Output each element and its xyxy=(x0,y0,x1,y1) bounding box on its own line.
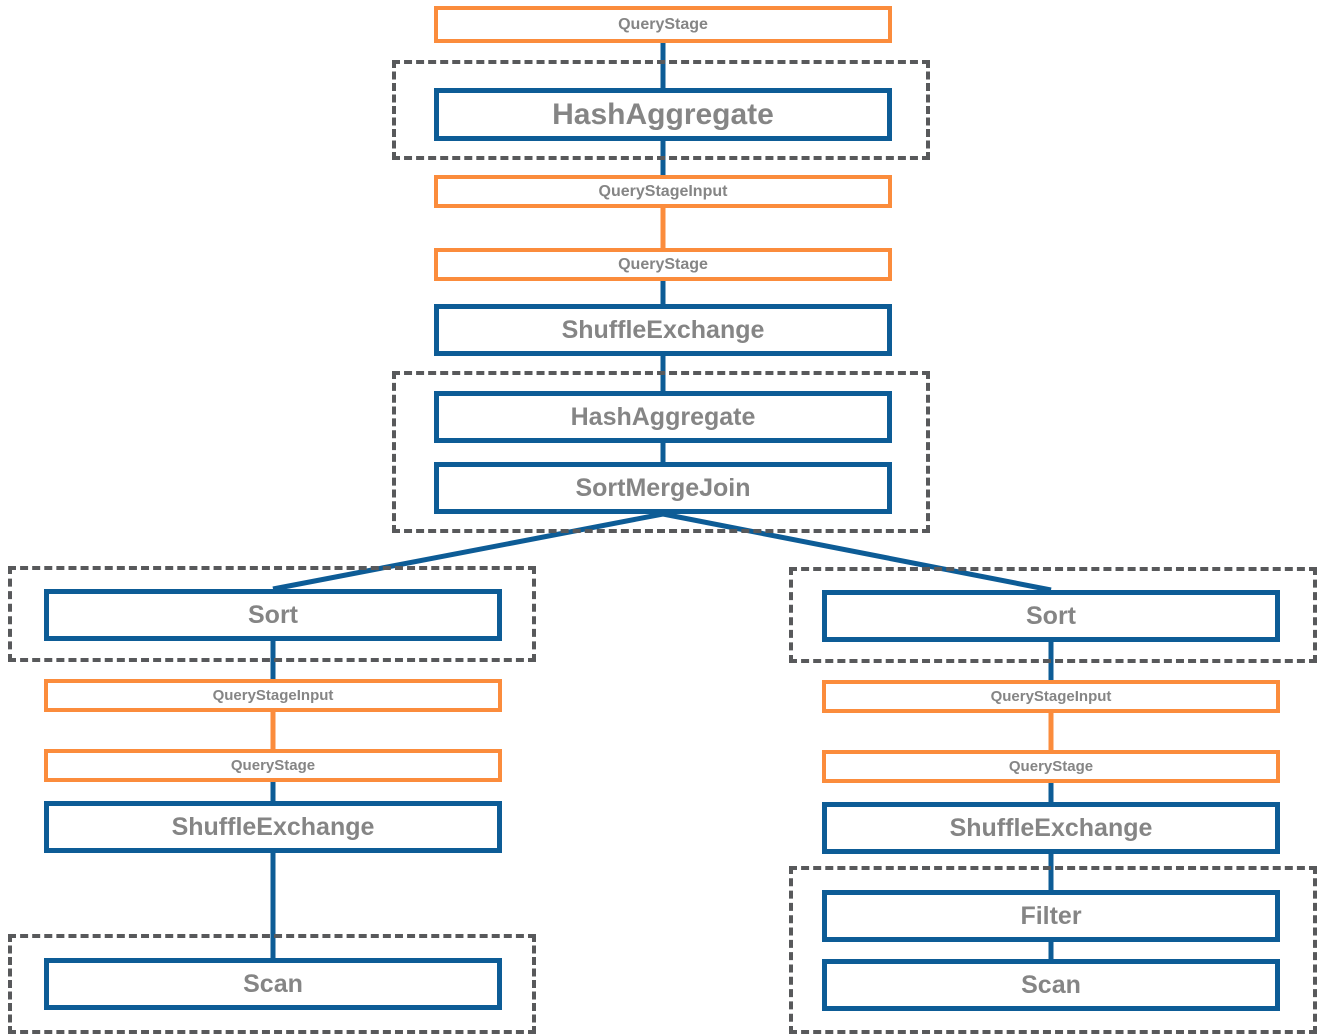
node-label: ShuffleExchange xyxy=(949,813,1153,842)
node-label: QueryStage xyxy=(230,757,316,774)
node-querystage[interactable]: QueryStage xyxy=(434,248,892,281)
node-hashaggregate[interactable]: HashAggregate xyxy=(434,88,892,141)
node-shuffleexchange[interactable]: ShuffleExchange xyxy=(44,801,502,853)
node-shuffleexchange[interactable]: ShuffleExchange xyxy=(822,802,1280,854)
node-label: HashAggregate xyxy=(570,402,756,431)
node-label: HashAggregate xyxy=(552,97,774,131)
node-label: QueryStageInput xyxy=(212,687,334,704)
node-querystageinput[interactable]: QueryStageInput xyxy=(44,679,502,712)
node-querystage[interactable]: QueryStage xyxy=(434,6,892,43)
node-label: Sort xyxy=(248,600,298,629)
node-scan[interactable]: Scan xyxy=(44,958,502,1010)
node-sort[interactable]: Sort xyxy=(44,589,502,641)
node-hashaggregate[interactable]: HashAggregate xyxy=(434,391,892,443)
node-sortmergejoin[interactable]: SortMergeJoin xyxy=(434,462,892,514)
node-label: ShuffleExchange xyxy=(561,315,765,344)
node-label: ShuffleExchange xyxy=(171,812,375,841)
node-label: Scan xyxy=(243,969,303,998)
node-shuffleexchange[interactable]: ShuffleExchange xyxy=(434,304,892,356)
node-querystage[interactable]: QueryStage xyxy=(44,749,502,782)
node-sort[interactable]: Sort xyxy=(822,590,1280,642)
node-filter[interactable]: Filter xyxy=(822,890,1280,942)
node-querystageinput[interactable]: QueryStageInput xyxy=(822,680,1280,713)
node-querystage[interactable]: QueryStage xyxy=(822,750,1280,783)
node-label: QueryStage xyxy=(618,15,708,33)
node-label: QueryStage xyxy=(618,255,708,273)
node-label: SortMergeJoin xyxy=(575,473,751,502)
node-label: QueryStageInput xyxy=(598,182,728,200)
node-label: QueryStage xyxy=(1008,758,1094,775)
node-label: Sort xyxy=(1026,601,1076,630)
node-label: Scan xyxy=(1021,970,1081,999)
node-label: QueryStageInput xyxy=(990,688,1112,705)
node-querystageinput[interactable]: QueryStageInput xyxy=(434,175,892,208)
node-scan[interactable]: Scan xyxy=(822,959,1280,1011)
node-label: Filter xyxy=(1020,901,1082,930)
